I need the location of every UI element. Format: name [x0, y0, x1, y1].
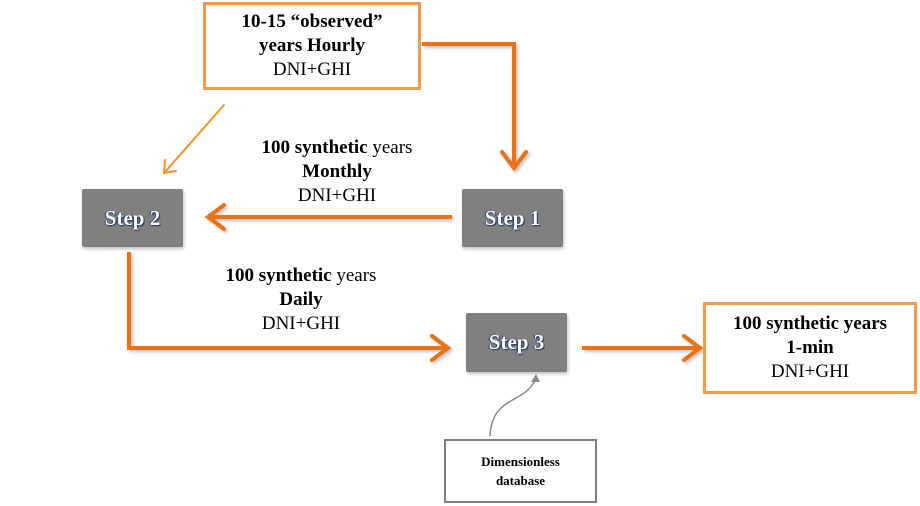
arrow-head-step2-to-step3 — [430, 334, 452, 362]
arrow-input-to-step1 — [422, 42, 516, 166]
observed-data-line3: DNI+GHI — [272, 59, 352, 80]
step-2-box: Step 2 — [82, 189, 183, 247]
monthly-label-line1: 100 synthetic years — [261, 137, 413, 158]
arrow-head-input-to-step1 — [500, 150, 528, 172]
output-line2: 1-min — [786, 337, 834, 358]
arrow-head-database-to-step3 — [531, 374, 540, 382]
arrow-head-step3-to-output — [682, 334, 704, 362]
arrow-step2-to-step3 — [127, 252, 446, 350]
database-line1: Dimensionless — [481, 454, 560, 469]
arrow-head-step1-to-step2 — [204, 203, 226, 231]
step-3-label: Step 3 — [488, 330, 545, 354]
daily-label-line1: 100 synthetic years — [225, 265, 377, 286]
daily-label-line2: Daily — [279, 289, 323, 310]
synthetic-1min-box: 100 synthetic years 1-min DNI+GHI — [703, 302, 917, 394]
observed-data-line1: 10-15 “observed” — [241, 11, 383, 32]
step-1-box: Step 1 — [462, 189, 563, 247]
monthly-label-line3: DNI+GHI — [297, 185, 377, 206]
observed-data-box: 10-15 “observed” years Hourly DNI+GHI — [203, 2, 421, 90]
observed-data-line2: years Hourly — [258, 35, 366, 56]
output-line1: 100 synthetic years — [732, 313, 888, 334]
database-line2: database — [495, 473, 546, 488]
monthly-label-line2: Monthly — [302, 161, 372, 182]
step-3-box: Step 3 — [466, 313, 567, 372]
step-2-label: Step 2 — [104, 205, 161, 230]
output-line3: DNI+GHI — [770, 361, 850, 382]
step-1-label: Step 1 — [484, 205, 541, 230]
arrow-database-to-step3 — [489, 377, 537, 437]
daily-output-label: 100 synthetic years Daily DNI+GHI — [186, 264, 416, 336]
arrow-input-to-step2 — [164, 104, 225, 173]
dimensionless-database-box: Dimensionless database — [444, 439, 597, 503]
daily-label-line3: DNI+GHI — [261, 313, 341, 334]
arrow-head-input-to-step2 — [162, 159, 177, 175]
monthly-output-label: 100 synthetic years Monthly DNI+GHI — [222, 136, 452, 208]
